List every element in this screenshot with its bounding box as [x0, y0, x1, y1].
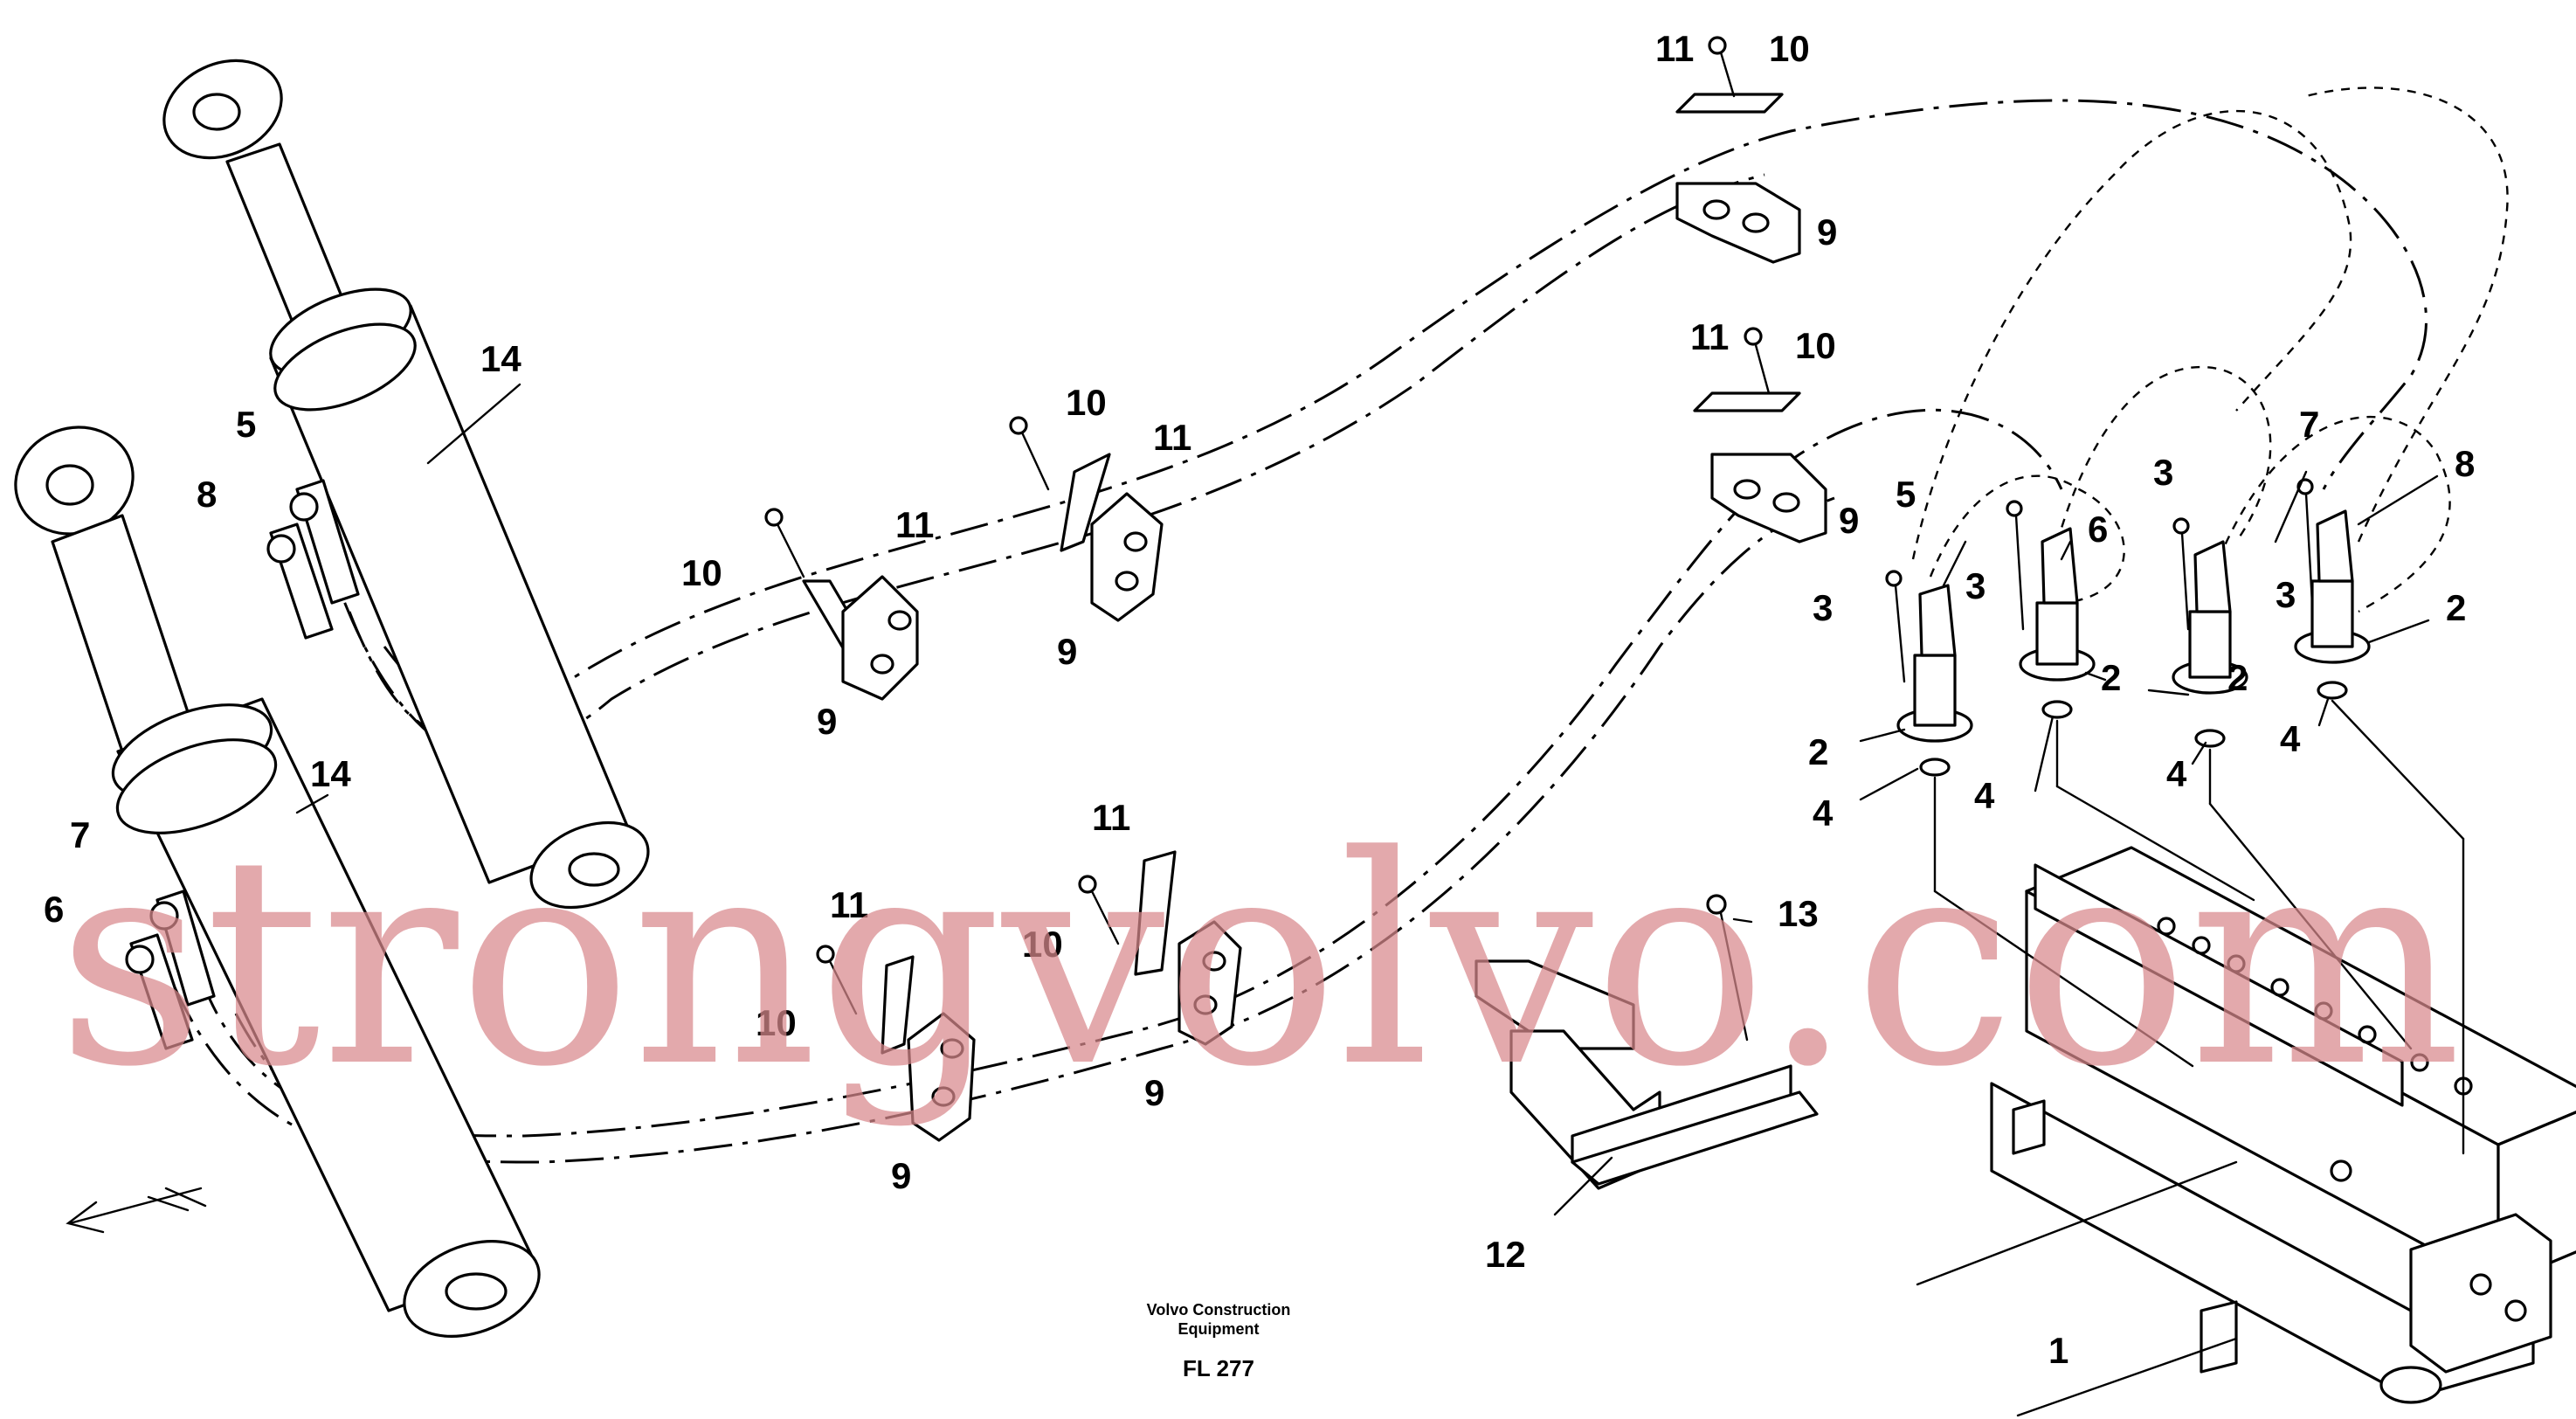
callout-9: 9	[891, 1155, 911, 1196]
clamp-top-2	[1693, 327, 1827, 543]
callout-8: 8	[2455, 443, 2475, 484]
leader-lines	[295, 383, 2439, 1417]
caption-company: Volvo Construction	[1147, 1301, 1291, 1319]
callout-11: 11	[1153, 417, 1191, 458]
callout-10: 10	[1769, 28, 1810, 69]
callout-14: 14	[480, 338, 521, 379]
pilot-unit-4	[2294, 478, 2371, 700]
callout-10: 10	[681, 552, 722, 593]
callout-4: 4	[1813, 793, 1834, 834]
clamp-mid-2	[1009, 416, 1164, 622]
callout-11: 11	[830, 884, 868, 925]
callout-2: 2	[2227, 657, 2248, 698]
callout-labels: 1 2 2 2 2 3 3 3 3 4 4 4 4 5 5 6 6 7 7 8 …	[44, 28, 2475, 1371]
callout-10: 10	[756, 1002, 797, 1043]
callout-2: 2	[2446, 587, 2466, 628]
pilot-unit-1	[1885, 570, 1973, 777]
callout-5: 5	[1896, 474, 1916, 515]
callout-9: 9	[1839, 500, 1859, 541]
callout-9: 9	[1817, 211, 1837, 253]
direction-arrow	[66, 1187, 207, 1234]
figure-code: FL 277	[1183, 1355, 1254, 1381]
hydraulic-cylinder-front	[14, 426, 541, 1338]
clamp-low-1	[816, 945, 976, 1142]
callout-6: 6	[2088, 509, 2108, 550]
cylinder-fittings-lower	[125, 889, 216, 1050]
cylinder-fittings-upper	[266, 479, 360, 640]
clamp-top-1	[1675, 36, 1801, 264]
callout-3: 3	[2153, 452, 2173, 493]
watermark: strongvolvo.com	[57, 794, 2462, 1130]
callout-11: 11	[1092, 797, 1130, 838]
hose-cyl-left	[173, 986, 368, 1155]
pilot-unit-2	[2006, 500, 2096, 719]
callout-2: 2	[1808, 731, 1828, 772]
callout-9: 9	[1057, 631, 1077, 672]
callout-2: 2	[2101, 657, 2121, 698]
pilot-units	[1885, 478, 2465, 1155]
callout-9: 9	[1144, 1072, 1164, 1113]
callout-10: 10	[1066, 382, 1107, 423]
callout-3: 3	[1965, 565, 1986, 606]
caption: Volvo Construction Equipment FL 277	[1147, 1301, 1291, 1381]
hydraulic-cylinder-rear	[162, 59, 650, 910]
callout-4: 4	[1974, 775, 1995, 816]
callout-10: 10	[1022, 924, 1063, 965]
callout-11: 11	[1655, 28, 1694, 69]
callout-4: 4	[2280, 718, 2301, 759]
callout-7: 7	[2299, 404, 2319, 445]
clamp-mid-1	[764, 508, 919, 701]
callout-7: 7	[70, 814, 90, 855]
callout-3: 3	[2276, 574, 2296, 615]
callout-9: 9	[817, 701, 837, 742]
bracket	[1474, 894, 1819, 1190]
callout-10: 10	[1795, 325, 1836, 366]
callout-11: 11	[1690, 316, 1729, 357]
callout-6: 6	[44, 889, 64, 930]
callout-5: 5	[236, 404, 256, 445]
callout-4: 4	[2166, 753, 2187, 794]
callout-3: 3	[1813, 587, 1833, 628]
pilot-lines	[1911, 87, 2509, 613]
callout-14: 14	[310, 753, 351, 794]
callout-8: 8	[197, 474, 217, 515]
pilot-unit-3	[2172, 517, 2248, 748]
hose-upper	[348, 99, 2428, 738]
callout-13: 13	[1778, 893, 1819, 934]
caption-company-line2: Equipment	[1178, 1320, 1260, 1338]
clamp-low-2	[1078, 850, 1242, 1046]
callout-12: 12	[1485, 1234, 1526, 1275]
control-valve-block	[1990, 846, 2576, 1404]
callout-1: 1	[2048, 1330, 2068, 1371]
callout-11: 11	[895, 504, 934, 545]
